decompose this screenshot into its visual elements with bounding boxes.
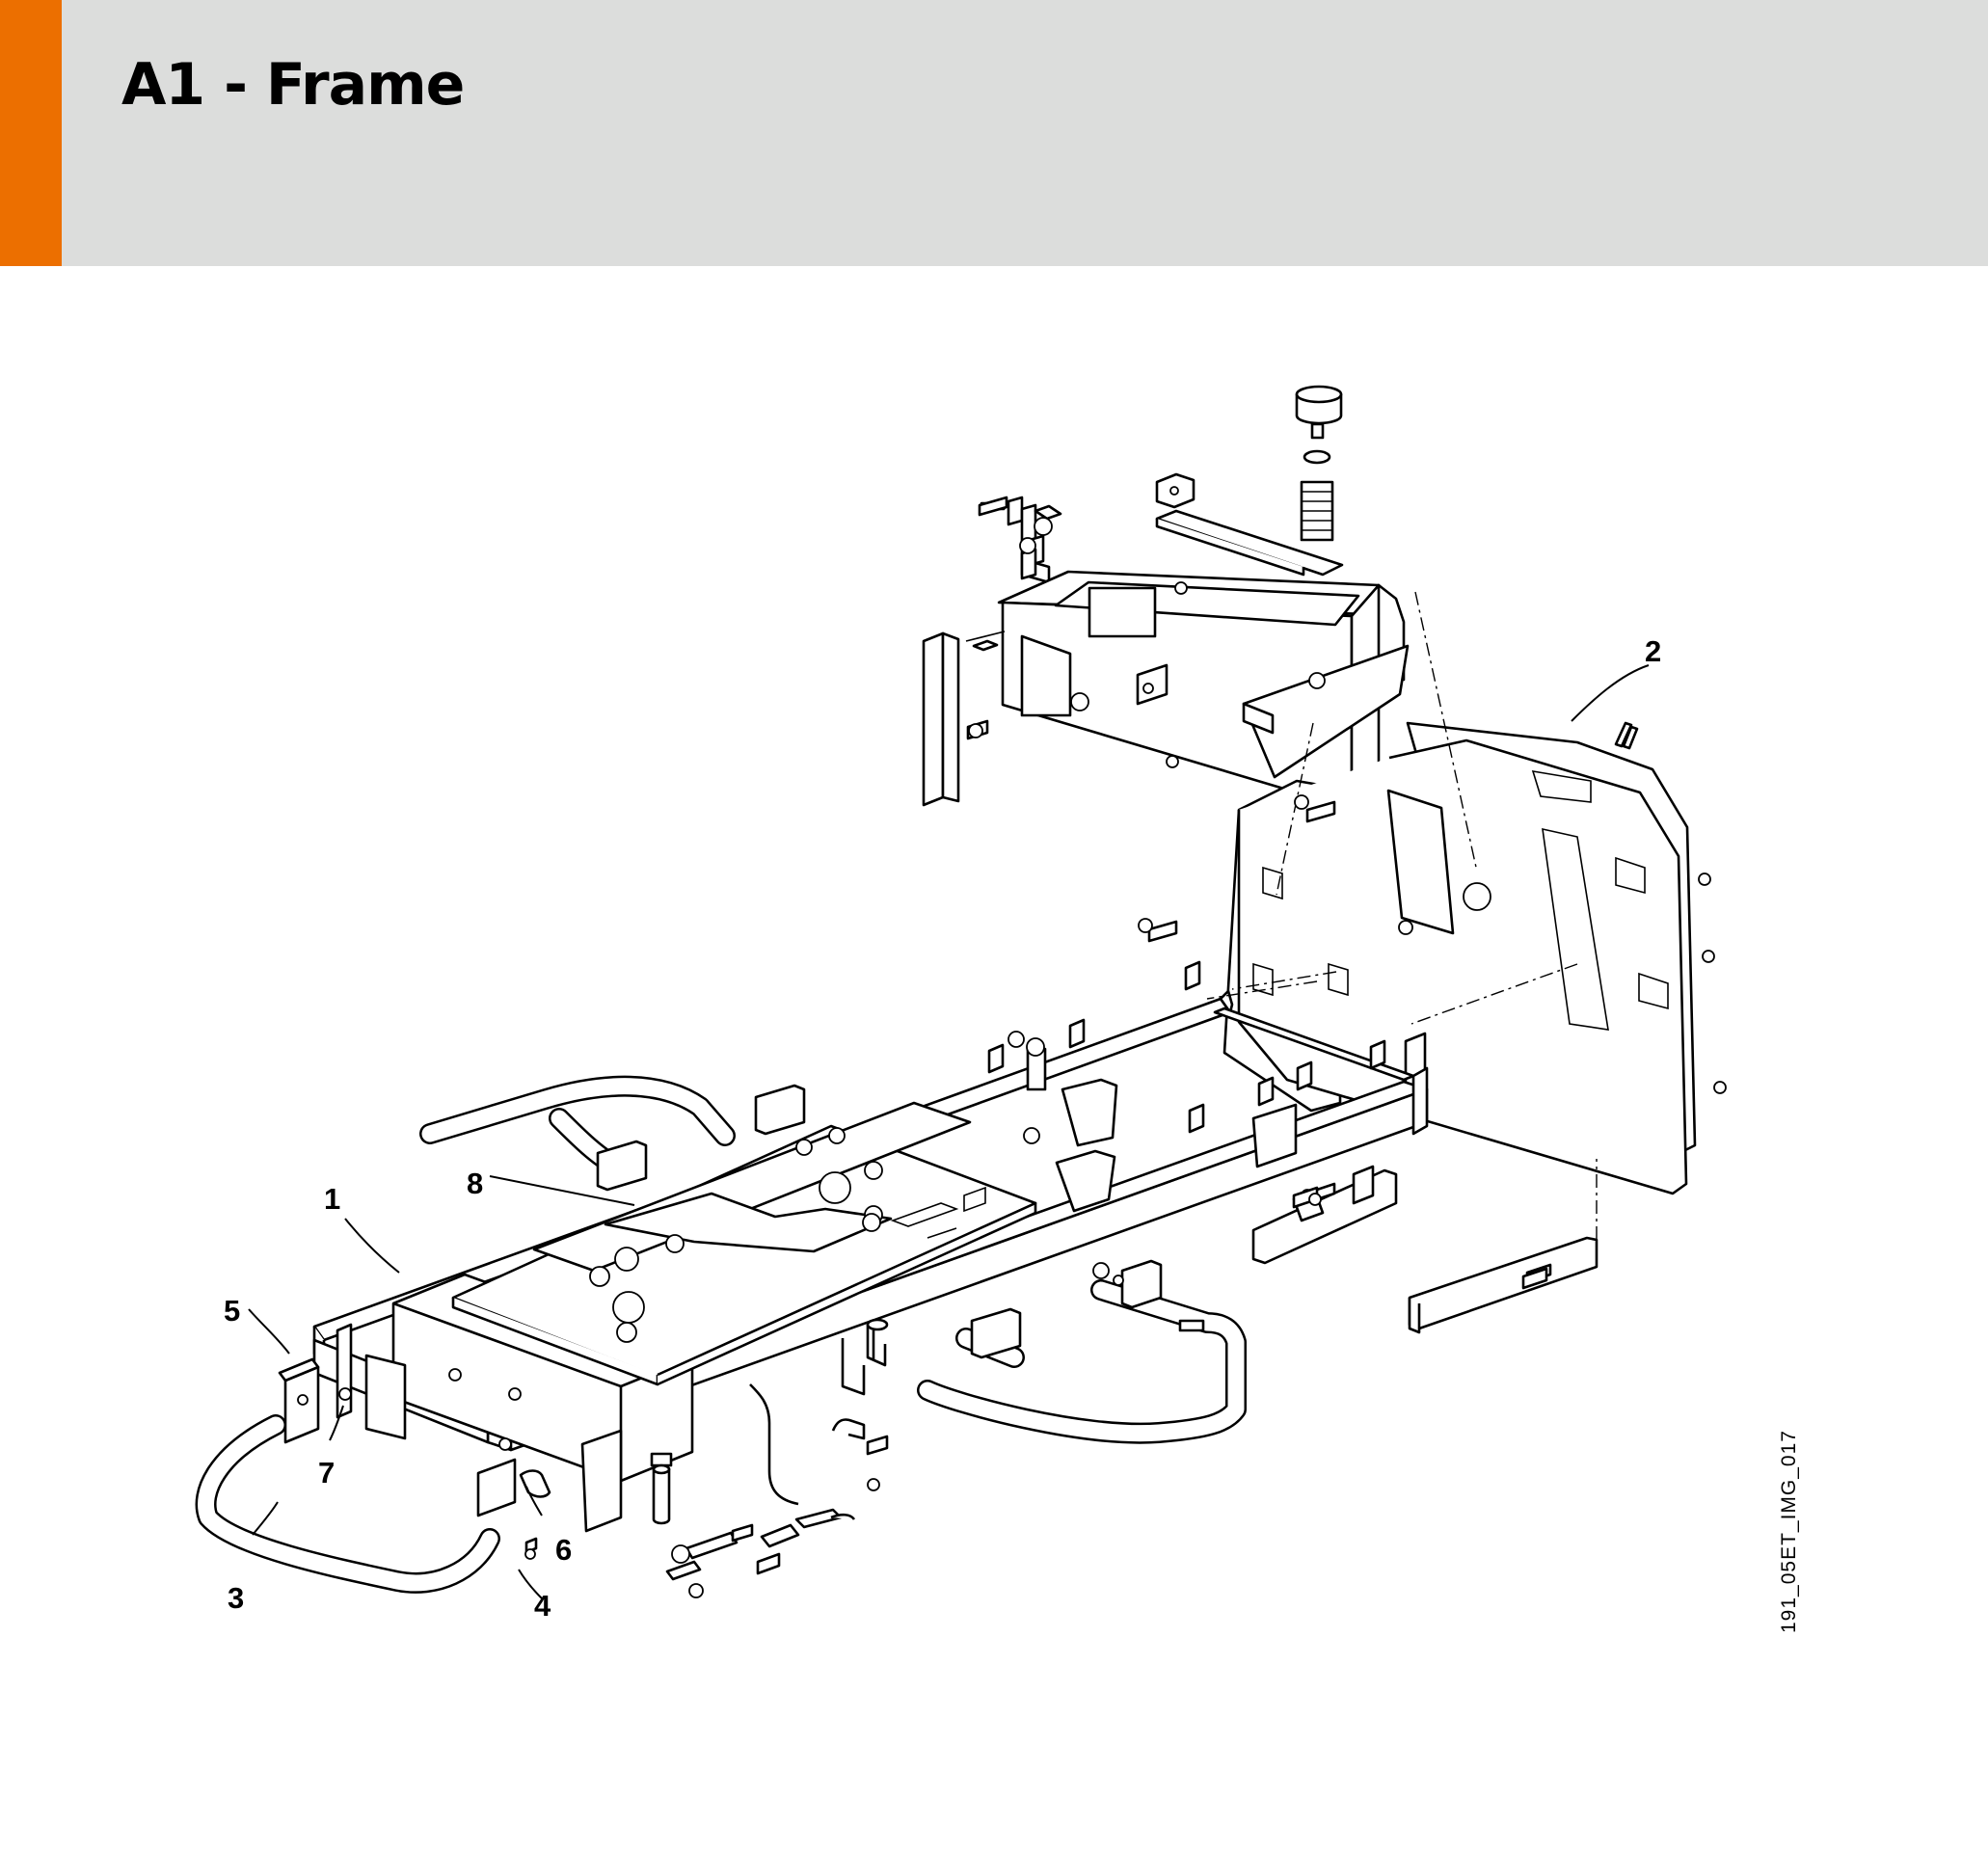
callout-numbers: 1 2 3 4 5 6 7 8	[224, 634, 1661, 1623]
callout-6: 6	[555, 1533, 572, 1567]
callout-4: 4	[534, 1589, 551, 1623]
exploded-parts-diagram: 1 2 3 4 5 6 7 8 191_05ET_IMG_017	[0, 266, 1988, 1847]
front-bumper	[195, 1357, 551, 1594]
linkage-rod	[749, 1383, 889, 1529]
hanger-bolt-stack	[841, 1318, 889, 1396]
bracket-rear-lower	[1408, 1236, 1598, 1334]
callout-2: 2	[1645, 634, 1661, 668]
callout-5: 5	[224, 1294, 240, 1328]
front-hardware	[338, 1387, 538, 1560]
shaft-pin	[650, 1452, 673, 1525]
deck-hanger-right	[917, 1259, 1247, 1444]
image-reference-code: 191_05ET_IMG_017	[1778, 1430, 1800, 1633]
rear-frame-plate	[1222, 644, 1727, 1195]
seat-bumper-assembly	[1155, 385, 1343, 542]
steering-cowl	[997, 570, 1406, 811]
accent-bar	[0, 0, 62, 266]
mounting-plate	[451, 1101, 1037, 1386]
leader-lines	[248, 664, 1650, 1599]
ball-joint-assembly	[665, 1523, 800, 1598]
bracket-right	[1251, 1165, 1398, 1265]
hardware-bolts	[862, 496, 1633, 1290]
callout-1: 1	[324, 1182, 340, 1216]
callout-3: 3	[228, 1581, 244, 1615]
page-title: A1 - Frame	[121, 51, 465, 119]
page-header: A1 - Frame	[0, 0, 1988, 266]
callout-8: 8	[467, 1167, 483, 1200]
seat-rail	[1155, 509, 1344, 577]
callout-7: 7	[318, 1456, 335, 1490]
deck-hanger-left	[419, 1075, 806, 1192]
alignment-lines	[1206, 591, 1598, 1240]
cowl-side-plate	[922, 631, 1179, 807]
